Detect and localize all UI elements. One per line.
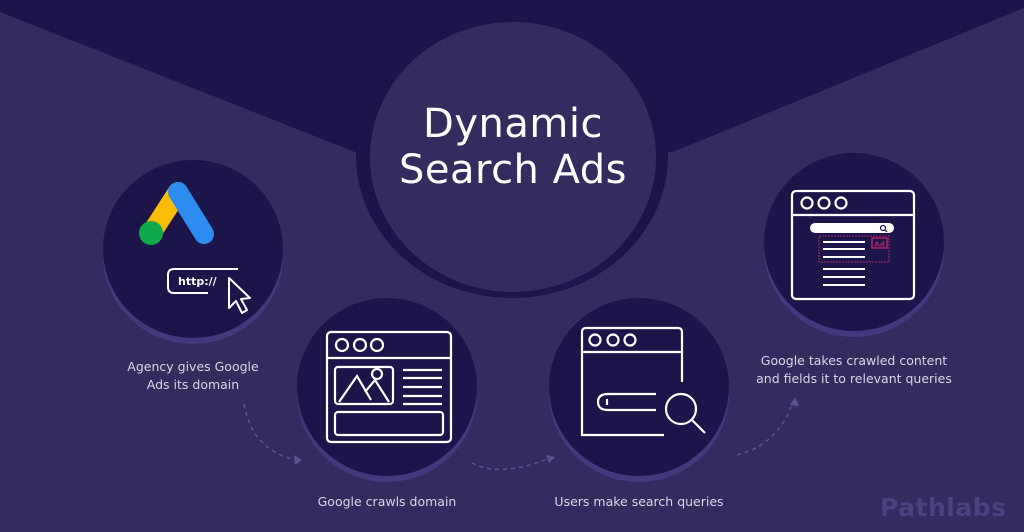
arrow-step3-to-step4 [736,401,794,456]
caption-line: Google takes crawled content [760,353,948,368]
page-title: Dynamic Search Ads [399,101,627,193]
step-1-caption: Agency gives Google Ads its domain [103,358,283,394]
arrow-head-icon [294,455,302,465]
browser-search-icon [580,326,706,437]
magnifier-icon [664,392,698,426]
url-text: http:// [178,275,218,288]
step-4-caption: Google takes crawled content and fields … [744,352,964,388]
title-line-1: Dynamic [423,101,603,147]
arrow-step2-to-step3 [471,457,551,471]
step-2-caption: Google crawls domain [287,493,487,511]
search-bar-icon [596,392,656,412]
image-placeholder-icon [333,365,395,406]
ad-badge-icon [871,237,888,249]
search-field-icon [810,223,894,233]
url-box-icon [167,268,238,294]
caption-line: Users make search queries [554,494,724,509]
arrow-step1-to-step2 [243,403,297,461]
arrow-head-icon [790,397,799,406]
cursor-icon [228,277,251,314]
caption-line: Ads its domain [146,377,240,392]
ad-highlight-box [818,235,890,263]
caption-line: and fields it to relevant queries [756,371,952,386]
google-ads-url-cursor-icon: http:// [139,182,251,314]
caption-line: Agency gives Google [127,359,259,374]
arrow-head-icon [546,455,555,463]
brand-logo: Pathlabs [880,493,1007,522]
title-circle-inner: Dynamic Search Ads [370,22,656,292]
step-1-circle [103,160,283,338]
title-circle: Dynamic Search Ads [356,14,668,298]
title-line-2: Search Ads [398,147,628,193]
browser-webpage-icon [325,330,453,444]
step-3-caption: Users make search queries [539,493,739,511]
svg-text:Ad: Ad [874,241,884,249]
caption-line: Google crawls domain [317,494,457,509]
browser-search-results-ad-icon: Ad [790,189,916,301]
google-ads-logo-icon [139,182,214,245]
